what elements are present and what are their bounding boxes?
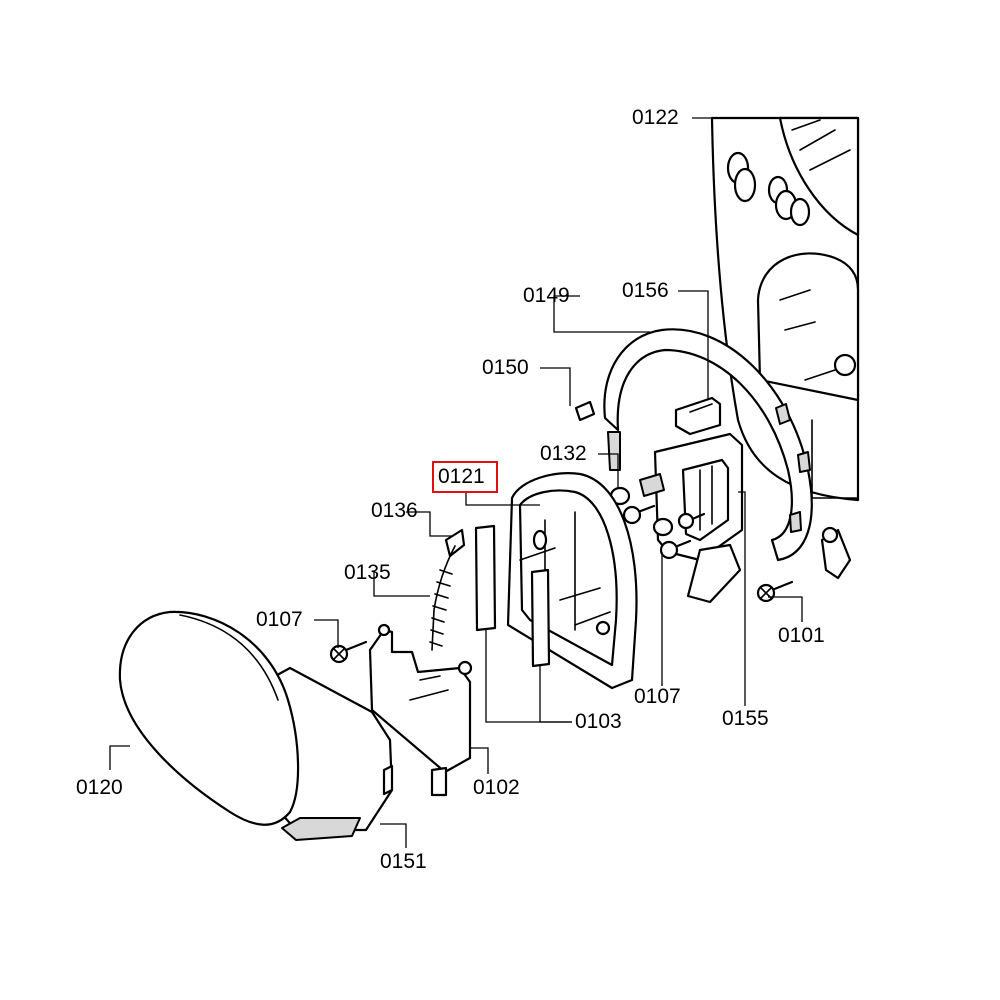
- leader-lines: [109, 117, 803, 848]
- switch-assembly-part-0155: [639, 432, 744, 604]
- label-0151: 0151: [380, 850, 427, 873]
- screws-part-0107-right: [622, 504, 706, 560]
- label-0132: 0132: [540, 442, 587, 465]
- front-cover-part-0120: [118, 610, 300, 826]
- label-0121: 0121: [438, 465, 485, 488]
- cable-part-0136: [431, 528, 466, 651]
- clip-part-0150: [574, 400, 596, 422]
- label-0101: 0101: [778, 624, 825, 647]
- label-0149: 0149: [523, 284, 570, 307]
- ring-band-part-0149: [603, 328, 813, 562]
- spring-part-0135: [429, 569, 453, 647]
- clip-near-0101: [820, 526, 852, 580]
- label-0135: 0135: [344, 561, 391, 584]
- label-0107-left: 0107: [256, 608, 303, 631]
- label-0103: 0103: [575, 710, 622, 733]
- label-0122: 0122: [632, 106, 679, 129]
- screw-part-0107-left: [329, 640, 368, 664]
- label-0150: 0150: [482, 356, 529, 379]
- mounting-plate-part-0102: [368, 623, 473, 797]
- label-0155: 0155: [722, 707, 769, 730]
- label-0120: 0120: [76, 776, 123, 799]
- label-0156: 0156: [622, 279, 669, 302]
- nut-parts-0132: [609, 486, 674, 537]
- label-0107-right: 0107: [634, 685, 681, 708]
- strip-parts-0103: [474, 524, 551, 668]
- label-0102: 0102: [473, 776, 520, 799]
- screw-part-0101: [756, 580, 794, 603]
- bracket-part-0156: [674, 396, 722, 436]
- highlight-box-0121: [432, 461, 498, 493]
- label-0136: 0136: [371, 499, 418, 522]
- housing-part-0122: [710, 116, 860, 502]
